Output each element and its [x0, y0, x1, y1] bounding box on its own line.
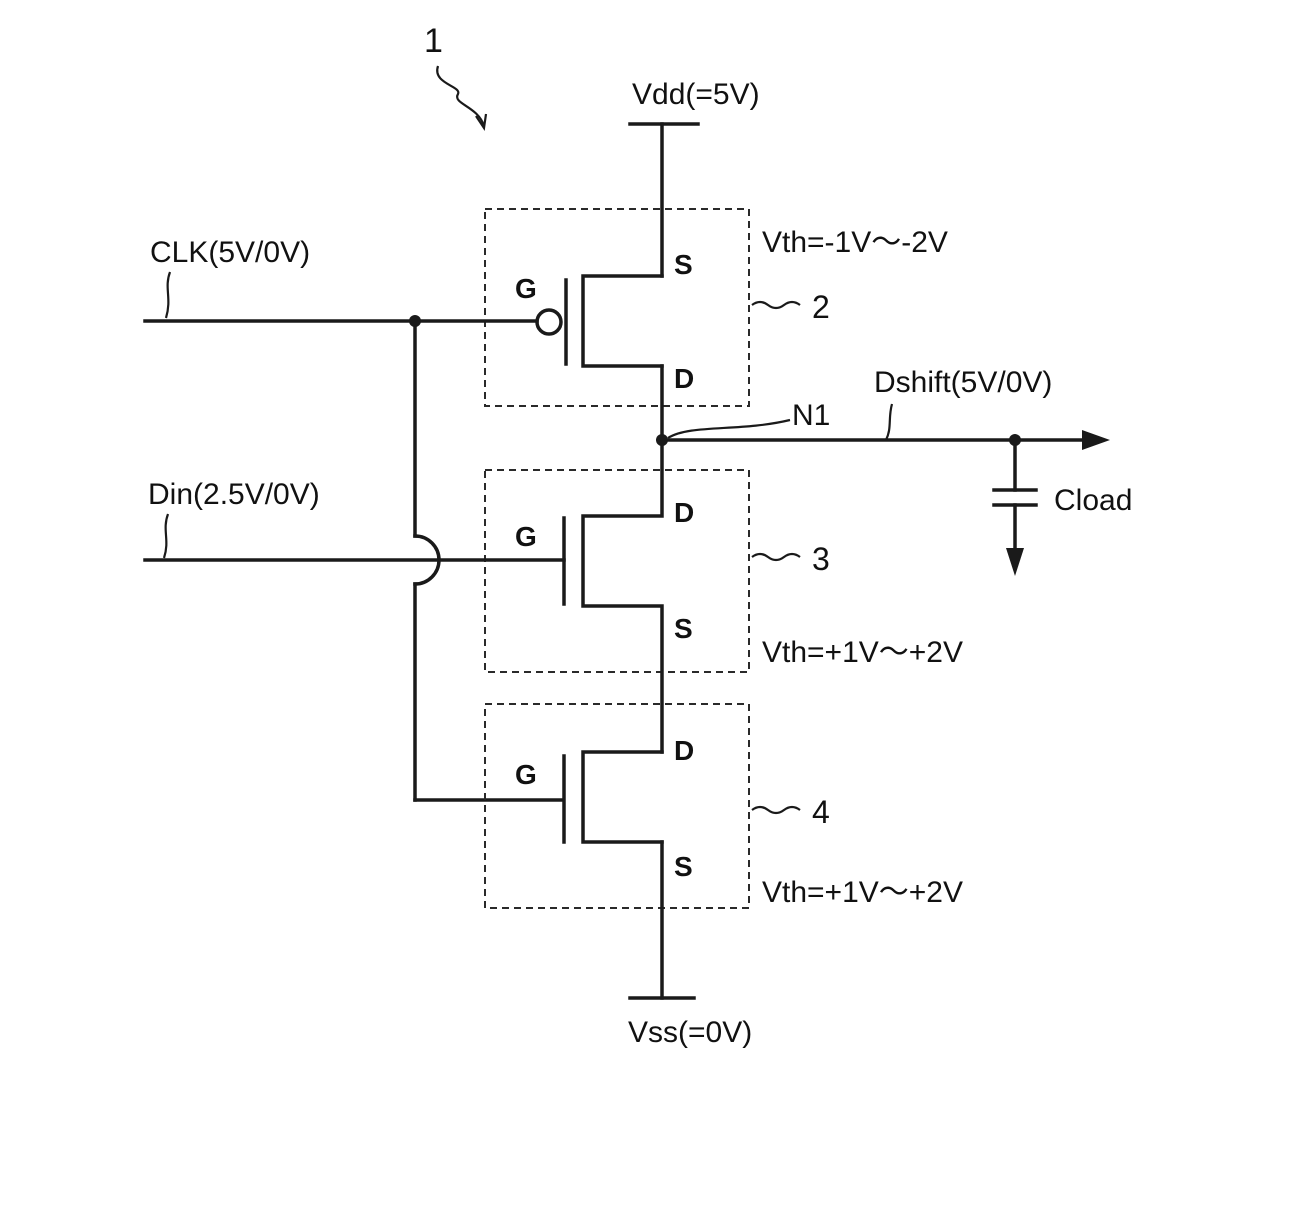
din-label: Din(2.5V/0V): [148, 478, 320, 511]
transistor-3-ref-leader: [752, 554, 800, 560]
transistor-3-channel: [583, 440, 662, 752]
transistor-4-box: [485, 704, 749, 908]
clk-label: CLK(5V/0V): [150, 236, 310, 269]
transistor-2-box: [485, 209, 749, 406]
transistor-3-vth: Vth=+1V～+2V: [762, 636, 963, 669]
n1-leader: [668, 420, 790, 438]
figure-number: 1: [424, 22, 443, 60]
transistor-3-gate-label: G: [515, 521, 537, 552]
vdd-label: Vdd(=5V): [632, 78, 760, 111]
transistor-3-ref: 3: [812, 541, 830, 577]
transistor-4-channel: [583, 752, 662, 842]
node-n1-label: N1: [792, 399, 830, 432]
transistor-4-ref: 4: [812, 794, 830, 830]
din-leader: [164, 514, 168, 558]
transistor-3-drain-label: D: [674, 497, 694, 528]
transistor-4-gate-label: G: [515, 759, 537, 790]
transistor-4-ref-leader: [752, 807, 800, 813]
dshift-label: Dshift(5V/0V): [874, 366, 1052, 399]
cload-label: Cload: [1054, 484, 1132, 517]
transistor-4-vth: Vth=+1V～+2V: [762, 876, 963, 909]
transistor-2-channel: [583, 276, 662, 366]
clk-leader: [166, 272, 170, 318]
transistor-2-ref: 2: [812, 289, 830, 325]
transistor-3-source-label: S: [674, 613, 693, 644]
transistor-4-drain-label: D: [674, 735, 694, 766]
cload-ground-arrow-icon: [1006, 548, 1024, 576]
transistor-3-box: [485, 470, 749, 672]
transistor-2-ref-leader: [752, 302, 800, 308]
vss-label: Vss(=0V): [628, 1016, 752, 1049]
transistor-2-gate-bubble: [537, 310, 561, 334]
transistor-2-gate-label: G: [515, 273, 537, 304]
output-arrow-icon: [1082, 430, 1110, 450]
transistor-2-drain-label: D: [674, 363, 694, 394]
transistor-2-vth: Vth=-1V～-2V: [762, 226, 948, 259]
dshift-leader: [886, 404, 892, 440]
transistor-4-source-label: S: [674, 851, 693, 882]
transistor-2-source-label: S: [674, 249, 693, 280]
